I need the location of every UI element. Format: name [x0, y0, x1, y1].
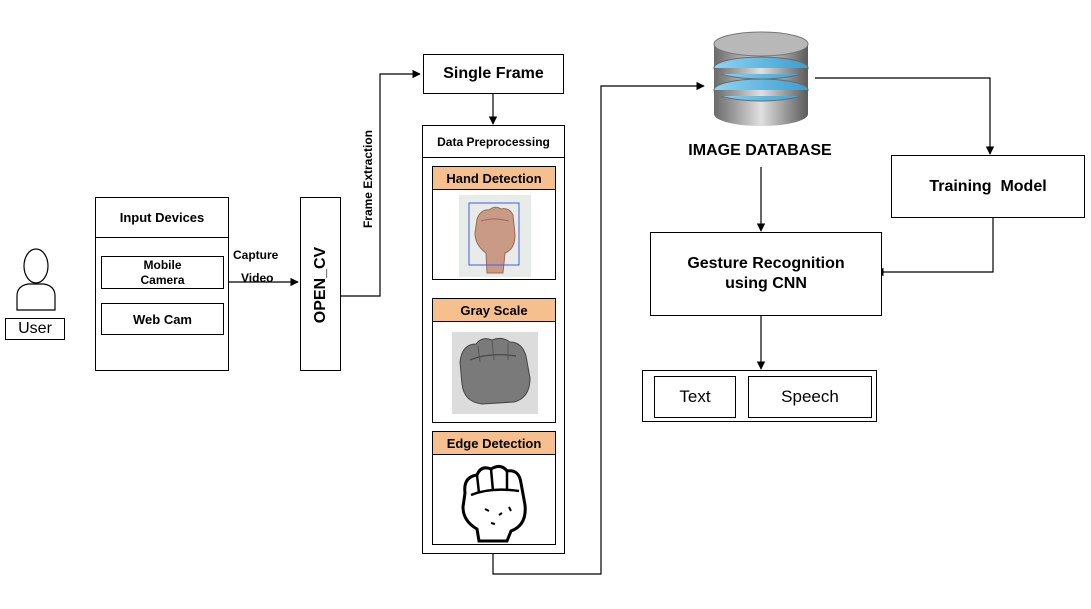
gray-scale-stage: Gray Scale: [432, 298, 556, 423]
training-model-box: Training Model: [891, 155, 1085, 218]
arrow-frame-extraction: [340, 69, 421, 297]
frame-extraction-label: Frame Extraction: [361, 129, 375, 229]
capture-line2: Video: [241, 271, 274, 285]
user-icon: [16, 248, 56, 311]
gesture-line2: using CNN: [725, 275, 807, 292]
gesture-recognition-box: Gesture Recognition using CNN: [650, 232, 882, 316]
capture-line1: Capture: [233, 248, 279, 262]
hand-detection-title: Hand Detection: [433, 167, 555, 190]
edge-detection-title: Edge Detection: [433, 432, 555, 455]
mobile-camera-item: Mobile Camera: [101, 256, 224, 289]
gray-scale-title: Gray Scale: [433, 299, 555, 322]
arrow-to-training: [815, 77, 995, 155]
text-output: Text: [654, 376, 736, 418]
preprocessing-title: Data Preprocessing: [423, 126, 564, 158]
gray-scale-image: [452, 332, 538, 414]
arrow-to-database: [492, 81, 705, 575]
speech-output: Speech: [748, 376, 872, 418]
capture-label: Capture Video: [233, 244, 278, 290]
single-frame-box: Single Frame: [423, 54, 564, 94]
database-label: IMAGE DATABASE: [688, 142, 832, 159]
open-cv-label: OPEN_CV: [312, 246, 329, 324]
edge-detection-image: [455, 459, 535, 543]
open-cv-box: OPEN_CV: [300, 197, 341, 371]
hand-detection-stage: Hand Detection: [432, 166, 556, 280]
input-devices-title: Input Devices: [96, 198, 228, 238]
output-container: Text Speech: [642, 370, 877, 422]
edge-detection-stage: Edge Detection: [432, 431, 556, 545]
preprocessing-panel: Data Preprocessing Hand Detection Gray S…: [422, 125, 565, 554]
arrow-training-to-gesture: [875, 218, 994, 277]
user-actor: User: [5, 246, 68, 342]
hand-detection-image: [459, 195, 531, 277]
user-label: User: [5, 318, 65, 340]
input-devices-panel: Input Devices Mobile Camera Web Cam: [95, 197, 229, 371]
database-icon: [713, 31, 809, 126]
web-cam-item: Web Cam: [101, 303, 224, 335]
gesture-line1: Gesture Recognition: [687, 255, 845, 272]
